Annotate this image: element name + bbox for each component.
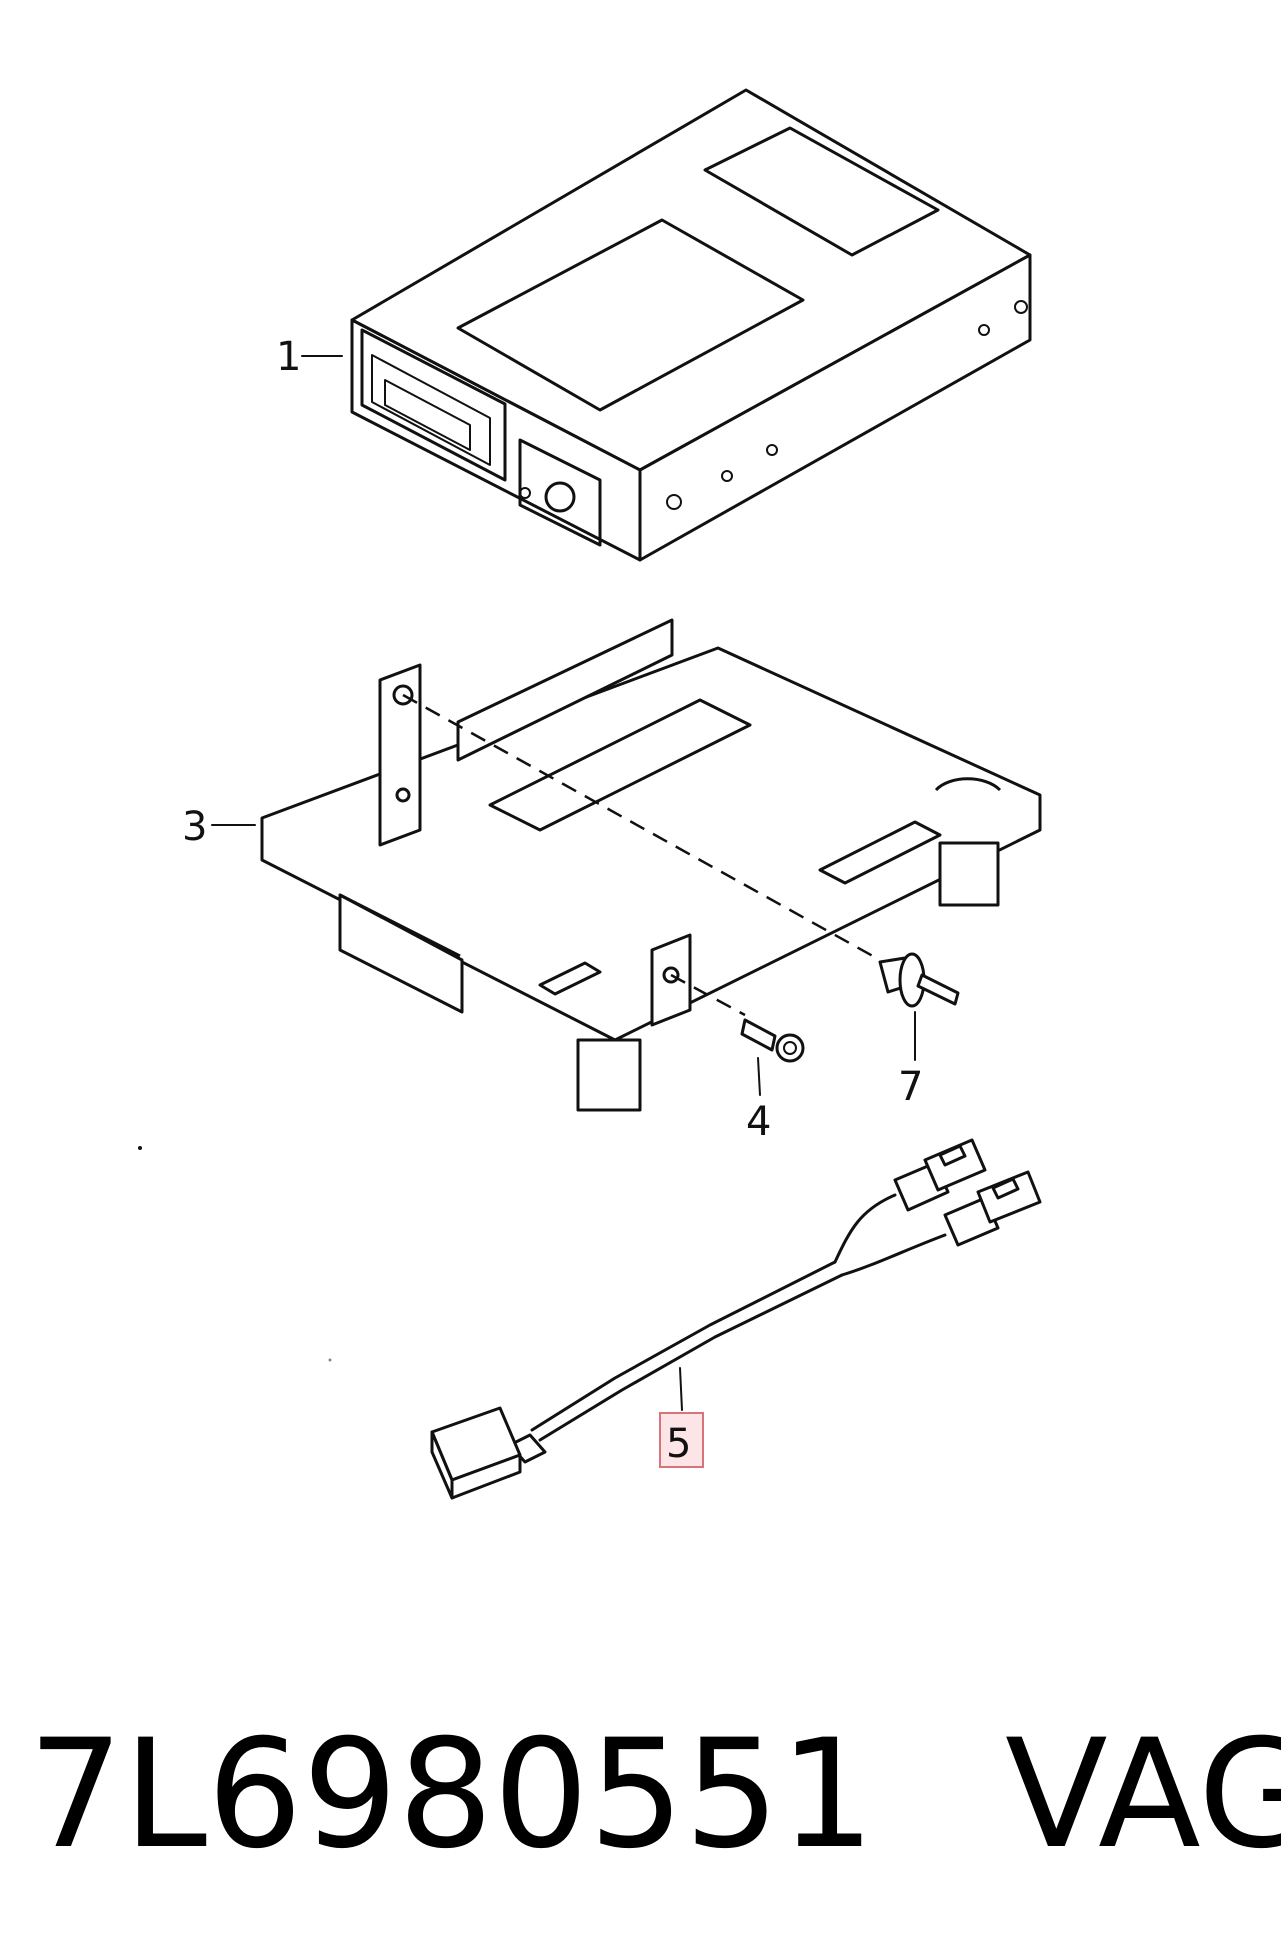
svg-text:5: 5 <box>666 1421 691 1467</box>
svg-text:7: 7 <box>898 1064 923 1110</box>
footer: 7L6980551 VAG <box>28 1708 1281 1882</box>
callout-7: 7 <box>898 1011 923 1110</box>
rivet-part[interactable] <box>878 952 960 1008</box>
control-unit-part[interactable] <box>350 88 1032 562</box>
brand-name: VAG <box>1005 1708 1281 1882</box>
callout-5: 5 <box>659 1367 704 1468</box>
callout-highlight-box <box>659 1412 704 1468</box>
svg-text:1: 1 <box>276 334 301 380</box>
wiring-harness-part[interactable] <box>430 1138 1042 1500</box>
callout-3: 3 <box>182 804 256 850</box>
speck <box>138 1146 142 1150</box>
svg-text:3: 3 <box>182 804 207 850</box>
callout-1: 1 <box>276 334 343 380</box>
svg-text:4: 4 <box>746 1099 771 1145</box>
speck <box>328 1358 332 1362</box>
callout-4: 4 <box>746 1057 771 1145</box>
screw-part[interactable] <box>740 1018 805 1063</box>
mounting-bracket-part[interactable] <box>260 618 1042 1112</box>
part-number: 7L6980551 <box>28 1708 876 1882</box>
